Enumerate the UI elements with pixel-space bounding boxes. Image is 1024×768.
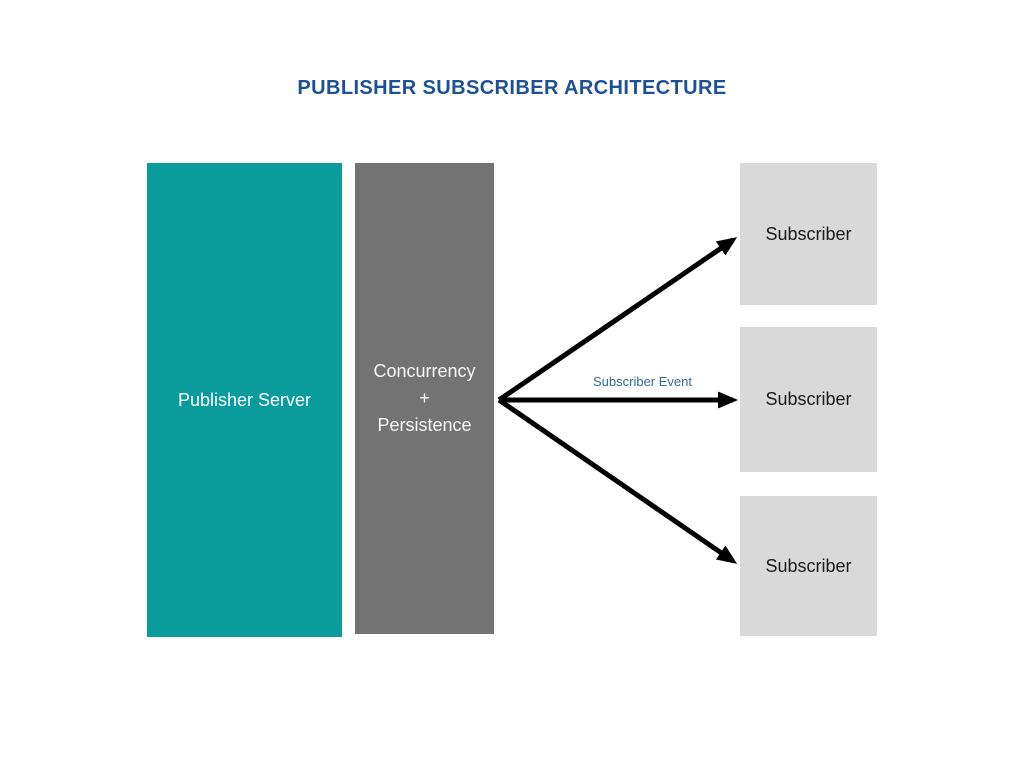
- publisher-server-box: Publisher Server: [147, 163, 342, 637]
- publisher-server-label: Publisher Server: [177, 389, 312, 410]
- subscriber-label: Subscriber: [765, 389, 852, 409]
- subscriber-box-2: Subscriber: [740, 327, 877, 472]
- subscriber-box-1: Subscriber: [740, 163, 877, 305]
- subscriber-label: Subscriber: [765, 555, 852, 576]
- arrow-to-subscriber-3: [497, 397, 738, 564]
- concurrency-persistence-box: Concurrency + Persistence: [355, 163, 494, 634]
- middleware-line-1: Concurrency: [373, 361, 476, 381]
- subscriber-box-3: Subscriber: [740, 496, 877, 636]
- subscriber-label: Subscriber: [765, 223, 852, 244]
- subscriber-event-label: Subscriber Event: [593, 374, 692, 389]
- middleware-line-3: Persistence: [377, 415, 472, 435]
- middleware-line-2: +: [419, 388, 430, 408]
- diagram-title: PUBLISHER SUBSCRIBER ARCHITECTURE: [297, 77, 727, 99]
